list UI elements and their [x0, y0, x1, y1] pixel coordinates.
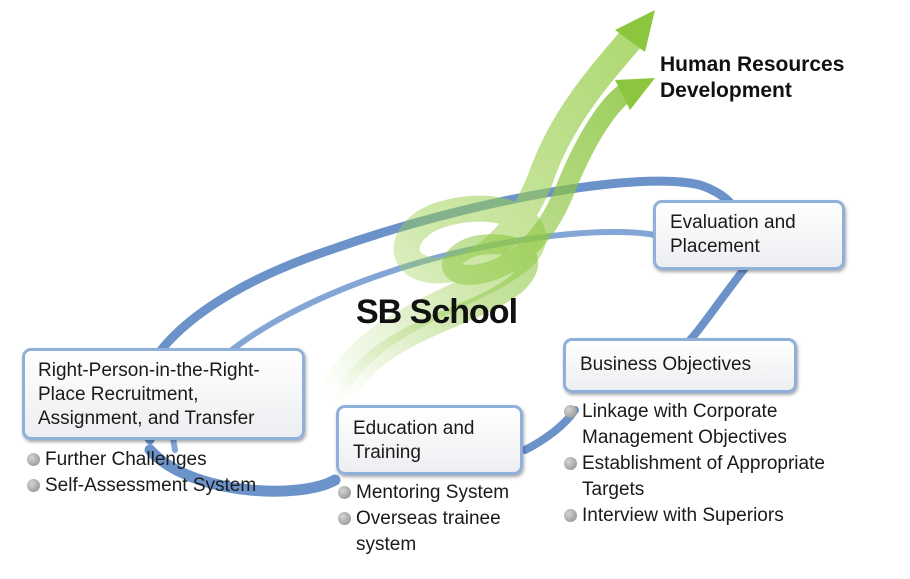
- education-line-2: Training: [353, 442, 421, 463]
- bullet-dot-icon: [338, 486, 351, 499]
- evaluation-line-1: Evaluation and: [670, 212, 796, 233]
- bullet-dot-icon: [338, 512, 351, 525]
- business-objectives-box: Business Objectives: [563, 338, 797, 393]
- list-item: Linkage with Corporate Management Object…: [564, 399, 825, 451]
- education-training-box: Education and Training: [336, 405, 523, 475]
- business-line-1: Business Objectives: [580, 354, 752, 375]
- growth-ribbon-front: [335, 80, 640, 405]
- bullet-dot-icon: [564, 405, 577, 418]
- list-item: Self-Assessment System: [27, 473, 256, 499]
- title-line-2: Development: [660, 79, 792, 102]
- loop-right-band: [686, 264, 749, 344]
- center-label: SB School: [356, 293, 518, 331]
- list-item: Interview with Superiors: [564, 503, 825, 529]
- title-line-1: Human Resources: [660, 53, 845, 76]
- growth-arrow-icon: [615, 10, 655, 52]
- bullet-dot-icon: [27, 479, 40, 492]
- diagram-title: Human Resources Development: [660, 52, 844, 104]
- business-list: Linkage with Corporate Management Object…: [564, 399, 825, 529]
- evaluation-placement-box: Evaluation and Placement: [653, 200, 845, 270]
- recruitment-line-3: Assignment, and Transfer: [38, 408, 255, 429]
- education-list: Mentoring System Overseas trainee system: [338, 480, 509, 558]
- growth-arrow-icon: [615, 78, 655, 110]
- evaluation-line-2: Placement: [670, 236, 760, 257]
- recruitment-line-2: Place Recruitment,: [38, 384, 199, 405]
- recruitment-box: Right-Person-in-the-Right- Place Recruit…: [22, 348, 305, 440]
- list-item: Establishment of Appropriate Targets: [564, 451, 825, 503]
- growth-ribbon-back: [317, 27, 643, 413]
- list-item: Further Challenges: [27, 447, 256, 473]
- recruitment-list: Further Challenges Self-Assessment Syste…: [27, 447, 256, 499]
- loop-bottom-band: [144, 444, 341, 497]
- list-item: Overseas trainee system: [338, 506, 509, 558]
- list-item: Mentoring System: [338, 480, 509, 506]
- education-line-1: Education and: [353, 418, 475, 439]
- recruitment-line-1: Right-Person-in-the-Right-: [38, 360, 260, 381]
- bullet-dot-icon: [564, 457, 577, 470]
- bullet-dot-icon: [27, 453, 40, 466]
- bullet-dot-icon: [564, 509, 577, 522]
